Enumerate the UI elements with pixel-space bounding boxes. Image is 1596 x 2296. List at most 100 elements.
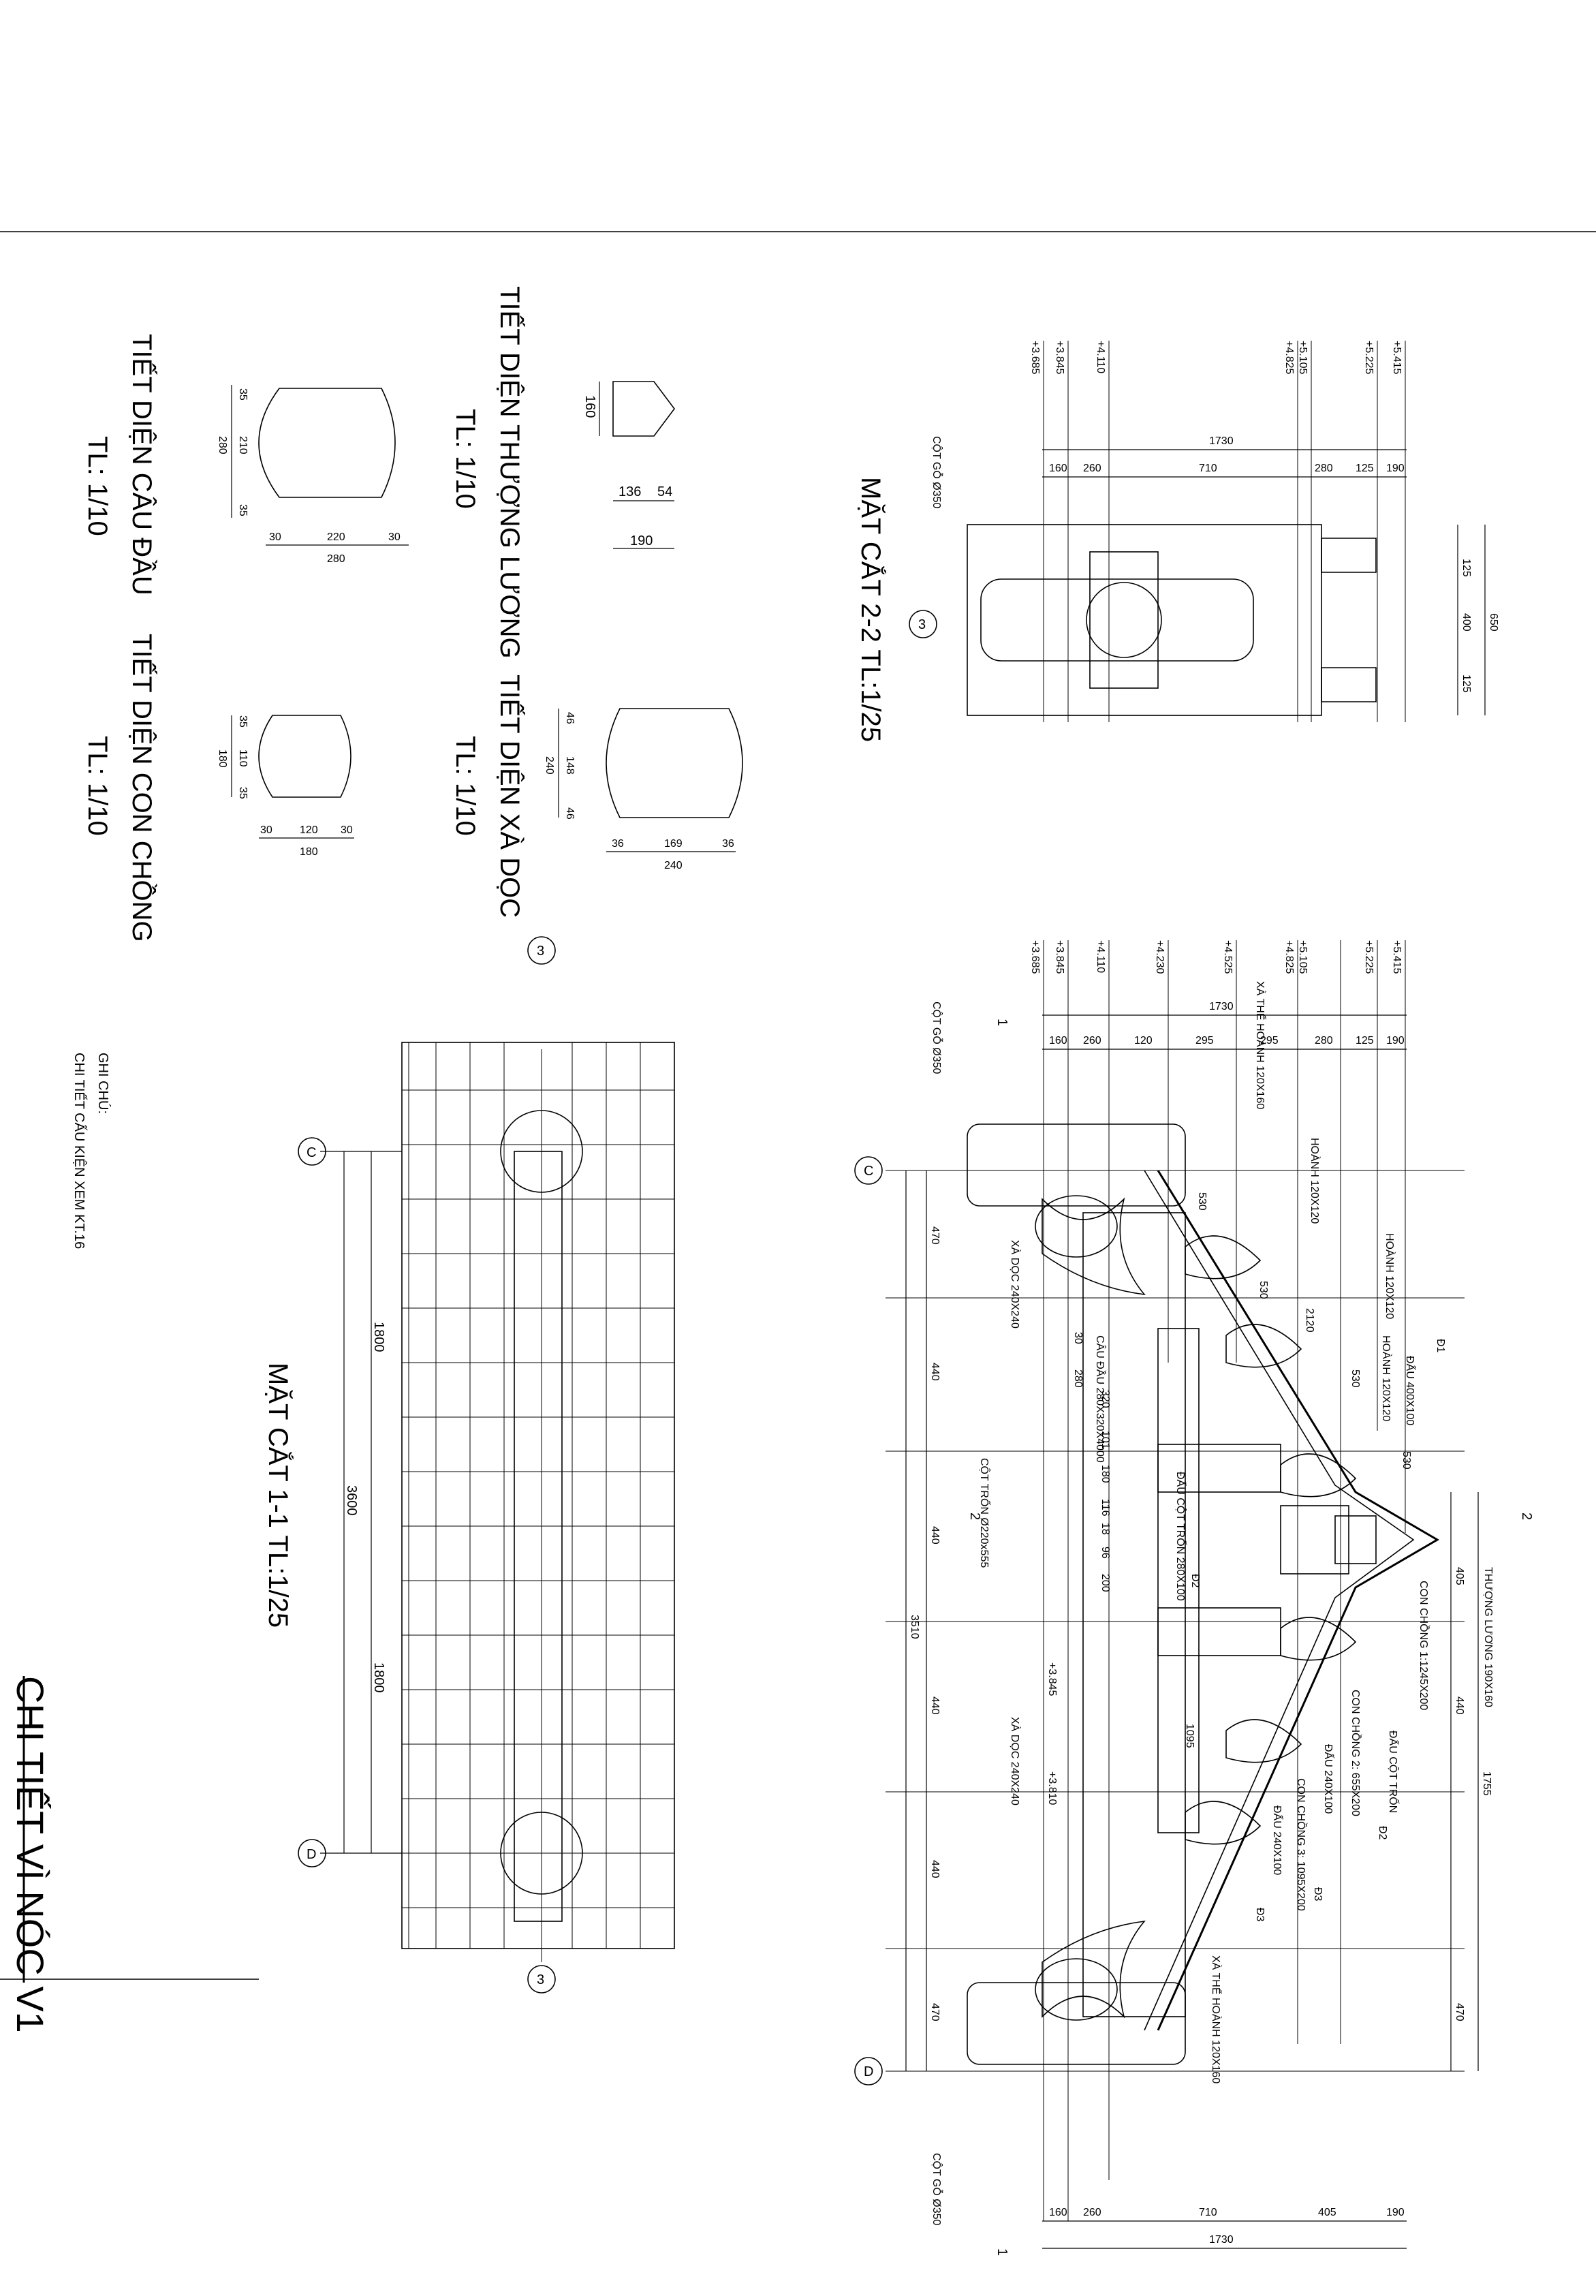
label-dau-1: ĐẤU 400X100 bbox=[1404, 1356, 1417, 1425]
detail-xa-doc-scale: TL: 1/10 bbox=[450, 736, 480, 836]
dim-main-top-0: 160 bbox=[1049, 1035, 1067, 1046]
dim-main-left-1: 440 bbox=[929, 1363, 941, 1381]
axis-c-main: C bbox=[864, 1164, 873, 1179]
dim-2-2-1: 260 bbox=[1083, 463, 1101, 474]
label-xa-the-hoanh-top: XÀ THẾ HOÀNH 120X160 bbox=[1254, 981, 1267, 1109]
dim-main-bot-total: 1730 bbox=[1209, 2234, 1234, 2246]
cc-v-0: 35 bbox=[237, 715, 249, 728]
level-main-0: +3.685 bbox=[1029, 940, 1041, 974]
detail-xa-doc-title: TIẾT DIỆN XÀ DỌC bbox=[495, 674, 526, 918]
detail-shapes bbox=[231, 381, 743, 965]
tl-dim-54: 54 bbox=[657, 484, 672, 499]
dim-main-bot-0: 160 bbox=[1049, 2207, 1067, 2218]
dim-main-left-0: 470 bbox=[929, 1226, 941, 1245]
dim-1095: 1095 bbox=[1184, 1724, 1195, 1748]
xd-v-1: 148 bbox=[564, 756, 576, 775]
dim-2-2-3: 280 bbox=[1315, 463, 1333, 474]
note-heading: GHI CHÚ: bbox=[95, 1053, 111, 1114]
dim-main-bot-3: 405 bbox=[1318, 2207, 1336, 2218]
label-hoanh-2: HOÀNH 120X120 bbox=[1383, 1233, 1396, 1319]
axis-d-1-1: D bbox=[307, 1847, 316, 1862]
inner-dim-4: 180 bbox=[1099, 1465, 1111, 1483]
level-3845-mid: +3.845 bbox=[1046, 1662, 1058, 1696]
level-3810-mid: +3.810 bbox=[1046, 1771, 1058, 1805]
tl-dim-190: 190 bbox=[630, 533, 653, 548]
label-col-bottom: CỘT GỖ Ø350 bbox=[930, 2153, 943, 2226]
inner-dim-8: 200 bbox=[1099, 1574, 1111, 1592]
label-con-chong-3: CON CHỒNG 3: 1095X200 bbox=[1295, 1778, 1308, 1911]
label-thuong-luong: THƯỢNG LƯƠNG 190X160 bbox=[1482, 1567, 1494, 1707]
axis-c-1-1: C bbox=[307, 1145, 316, 1160]
dim-main-left-4: 440 bbox=[929, 1860, 941, 1878]
label-col-top: CỘT GỖ Ø350 bbox=[930, 1002, 943, 1074]
cc-v-3: 180 bbox=[217, 749, 228, 768]
dim-2-2-4: 125 bbox=[1356, 463, 1374, 474]
level-main-8: +5.415 bbox=[1391, 940, 1403, 974]
label-con-chong-1: CON CHỒNG 1:1245X200 bbox=[1418, 1581, 1430, 1710]
dim-main-top-total: 1730 bbox=[1209, 1001, 1234, 1012]
cd-v-0: 35 bbox=[237, 388, 249, 401]
dim-main-bot-2: 710 bbox=[1199, 2207, 1217, 2218]
slope-dim-4: 530 bbox=[1401, 1451, 1412, 1470]
dim-main-top-5: 280 bbox=[1315, 1035, 1333, 1046]
cd-v-3: 280 bbox=[217, 436, 228, 454]
mark-2-left: 2 bbox=[967, 1512, 982, 1520]
xd-v-2: 46 bbox=[564, 807, 576, 820]
mark-2-right: 2 bbox=[1519, 1512, 1534, 1520]
slope-dim-1: 530 bbox=[1257, 1281, 1269, 1299]
inner-dim-5: 116 bbox=[1099, 1499, 1111, 1517]
slope-dim-0: 530 bbox=[1196, 1192, 1208, 1211]
dim-main-left-3: 440 bbox=[929, 1696, 941, 1715]
slope-dim-2: 2120 bbox=[1304, 1308, 1315, 1333]
inner-dim-2: 320 bbox=[1099, 1390, 1111, 1408]
cc-h-3: 180 bbox=[300, 846, 318, 858]
detail-cau-dau-title: TIẾT DIỆN CÂU ĐẦU bbox=[127, 334, 158, 595]
col-label-2-2: CỘT GỖ Ø350 bbox=[930, 436, 943, 509]
dim-2-2-2: 710 bbox=[1199, 463, 1217, 474]
inner-dim-3: 101 bbox=[1099, 1431, 1111, 1449]
label-xa-doc-2: XÀ DỌC 240X240 bbox=[1009, 1717, 1022, 1805]
cd-h-0: 30 bbox=[269, 531, 281, 543]
xd-v-3: 240 bbox=[544, 756, 555, 775]
xd-v-0: 46 bbox=[564, 712, 576, 724]
level-main-4: +4.525 bbox=[1222, 940, 1234, 974]
xd-h-0: 36 bbox=[612, 838, 624, 850]
axis-3-2-2: 3 bbox=[918, 617, 926, 632]
dim-main-left-2: 440 bbox=[929, 1526, 941, 1545]
dim-main-top-2: 120 bbox=[1134, 1035, 1153, 1046]
axis-d-main: D bbox=[864, 2064, 873, 2079]
label-xa-doc-1: XÀ DỌC 240X240 bbox=[1009, 1240, 1022, 1329]
label-hoanh-1: HOÀNH 120X120 bbox=[1309, 1138, 1321, 1224]
main-section bbox=[854, 940, 1479, 2249]
right-dim-2-2-0: 125 bbox=[1460, 559, 1472, 577]
cd-v-2: 35 bbox=[237, 504, 249, 516]
level-main-2: +4.110 bbox=[1095, 940, 1106, 973]
dim-main-top-7: 190 bbox=[1386, 1035, 1405, 1046]
label-con-chong-2: CON CHỒNG 2: 655X200 bbox=[1349, 1690, 1362, 1816]
tag-d3-b: Đ3 bbox=[1254, 1908, 1266, 1922]
axis-3-1-1: 3 bbox=[537, 1972, 544, 1987]
tl-dim-160: 160 bbox=[582, 395, 597, 418]
level-2-2-6: +5.415 bbox=[1391, 341, 1403, 374]
cc-h-1: 120 bbox=[300, 824, 318, 836]
dim-2-2-total: 1730 bbox=[1209, 435, 1234, 447]
section-1-1-title: MẶT CẮT 1-1 TL:1/25 bbox=[263, 1363, 294, 1628]
cc-h-0: 30 bbox=[260, 824, 272, 836]
label-dau-240-2: ĐẤU 240X100 bbox=[1271, 1805, 1284, 1875]
dim-2-2-5: 190 bbox=[1386, 463, 1405, 474]
dim-1800-left: 1800 bbox=[371, 1322, 386, 1352]
dim-main-right-2: 470 bbox=[1454, 2003, 1465, 2021]
cc-v-2: 35 bbox=[237, 787, 249, 799]
dim-main-left-5: 470 bbox=[929, 2003, 941, 2021]
level-2-2-0: +3.685 bbox=[1029, 341, 1041, 374]
axis-3-detail: 3 bbox=[537, 944, 544, 959]
section-2-2 bbox=[909, 341, 1486, 722]
level-main-5: +4.825 bbox=[1283, 940, 1295, 974]
level-2-2-4: +5.105 bbox=[1297, 341, 1309, 374]
level-main-7: +5.225 bbox=[1363, 940, 1375, 974]
level-2-2-5: +5.225 bbox=[1363, 341, 1375, 374]
label-dau-cot-tron: ĐẤU CỘT TRỐN 280X100 bbox=[1174, 1472, 1188, 1601]
cc-h-2: 30 bbox=[341, 824, 353, 836]
tl-dim-136: 136 bbox=[619, 484, 641, 499]
